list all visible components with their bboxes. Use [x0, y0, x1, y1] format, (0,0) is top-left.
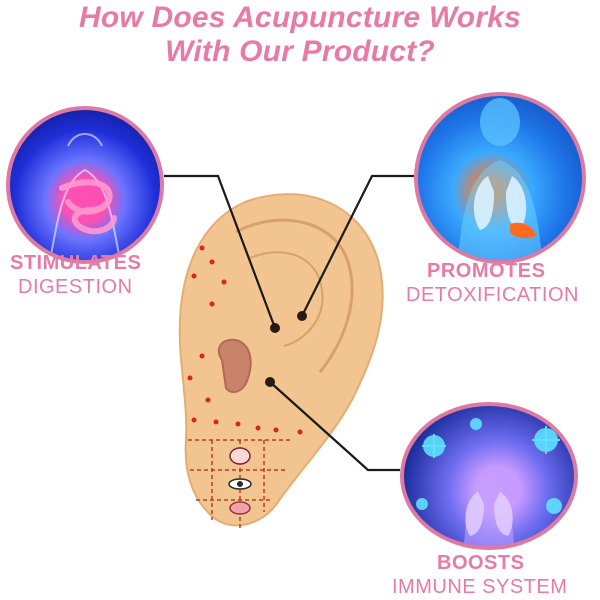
promotes-label: PROMOTES	[427, 260, 546, 282]
page-title-line-1: How Does Acupuncture Works	[79, 1, 521, 34]
immune-system-label: IMMUNE SYSTEM	[392, 576, 568, 598]
virus-lungs-icon	[400, 402, 578, 550]
lungs-liver-icon	[414, 92, 586, 264]
stimulates-label: STIMULATES	[10, 252, 142, 274]
digestion-label: DIGESTION	[18, 276, 133, 298]
detoxification-label: DETOXIFICATION	[406, 284, 579, 306]
page-title-line-2: With Our Product?	[165, 35, 435, 68]
boosts-label: BOOSTS	[437, 552, 525, 574]
digestive-system-icon	[6, 106, 164, 264]
